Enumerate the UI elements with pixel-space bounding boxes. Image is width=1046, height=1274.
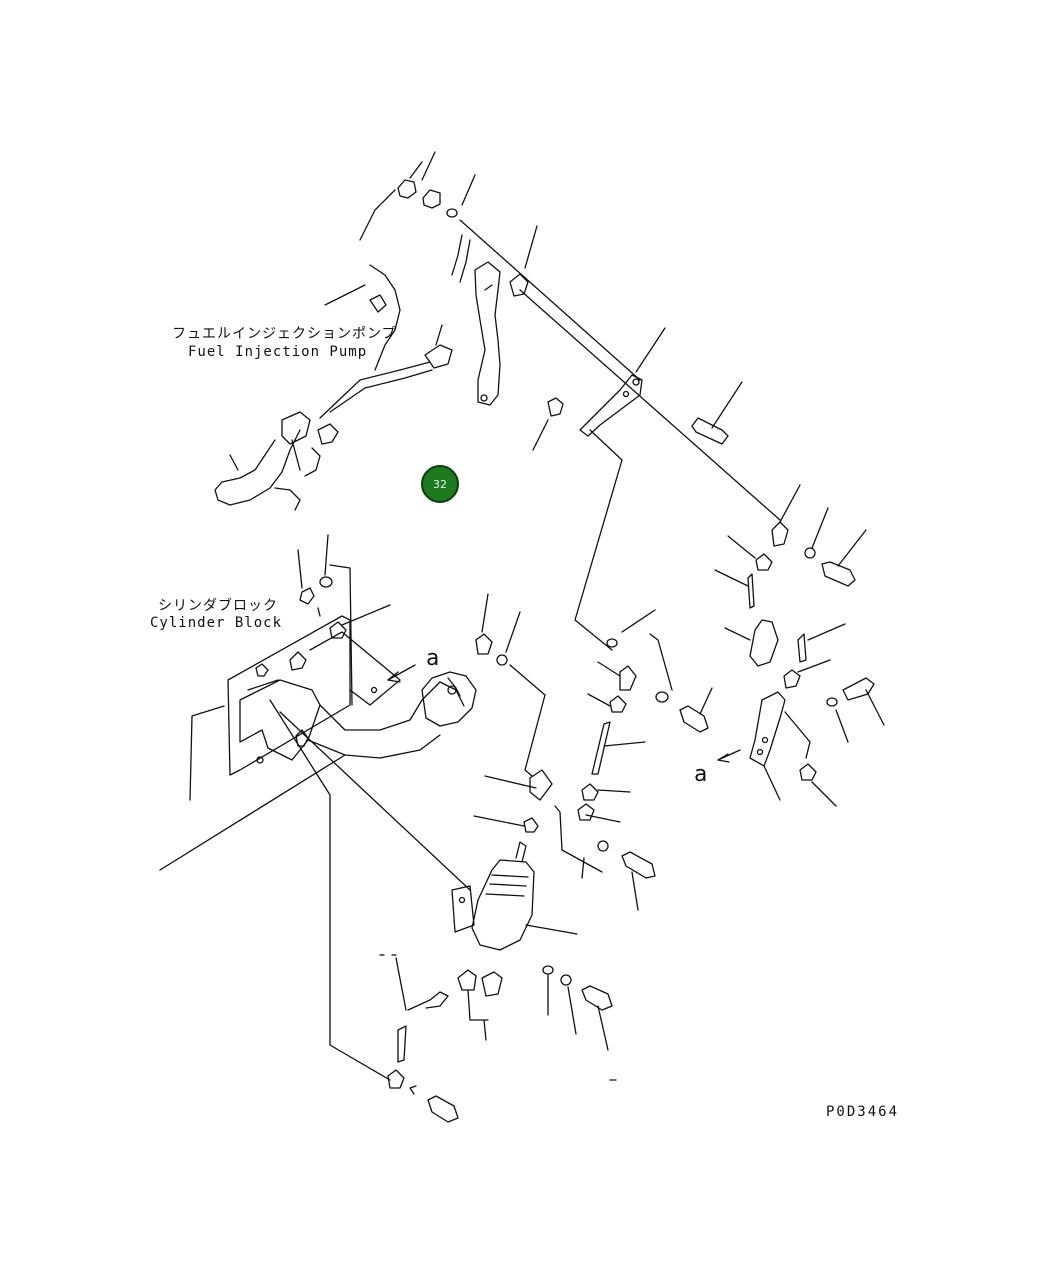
fuel-pump-label-jp: フュエルインジェクションポンプ bbox=[172, 326, 397, 342]
ground-wire bbox=[269, 699, 391, 1081]
solenoid-hardware bbox=[379, 954, 617, 1123]
control-rod-2 bbox=[519, 289, 781, 521]
control-rod bbox=[459, 219, 641, 381]
callout-marker-32[interactable]: 32 bbox=[421, 465, 459, 503]
top-hardware bbox=[397, 151, 538, 297]
stop-solenoid bbox=[451, 841, 578, 951]
center-bracket bbox=[532, 327, 743, 651]
cylinder-block-label-jp: シリンダブロック bbox=[158, 598, 278, 614]
rod-to-solenoid bbox=[279, 711, 471, 891]
lever-arm bbox=[451, 234, 501, 406]
cylinder-block-mount bbox=[159, 534, 477, 871]
drawing-code: P0D3464 bbox=[826, 1104, 900, 1120]
right-bracket bbox=[717, 691, 811, 801]
view-a-arrow-upper bbox=[387, 664, 416, 681]
fuel-injection-pump bbox=[214, 189, 453, 511]
lower-linkage bbox=[473, 593, 553, 833]
fuel-pump-label-en: Fuel Injection Pump bbox=[188, 344, 368, 360]
linkage-hardware bbox=[554, 609, 713, 911]
view-a-letter-lower: a bbox=[694, 762, 708, 787]
cylinder-block-label-en: Cylinder Block bbox=[150, 615, 283, 631]
right-hardware bbox=[714, 484, 885, 807]
view-a-letter-upper: a bbox=[426, 646, 440, 671]
